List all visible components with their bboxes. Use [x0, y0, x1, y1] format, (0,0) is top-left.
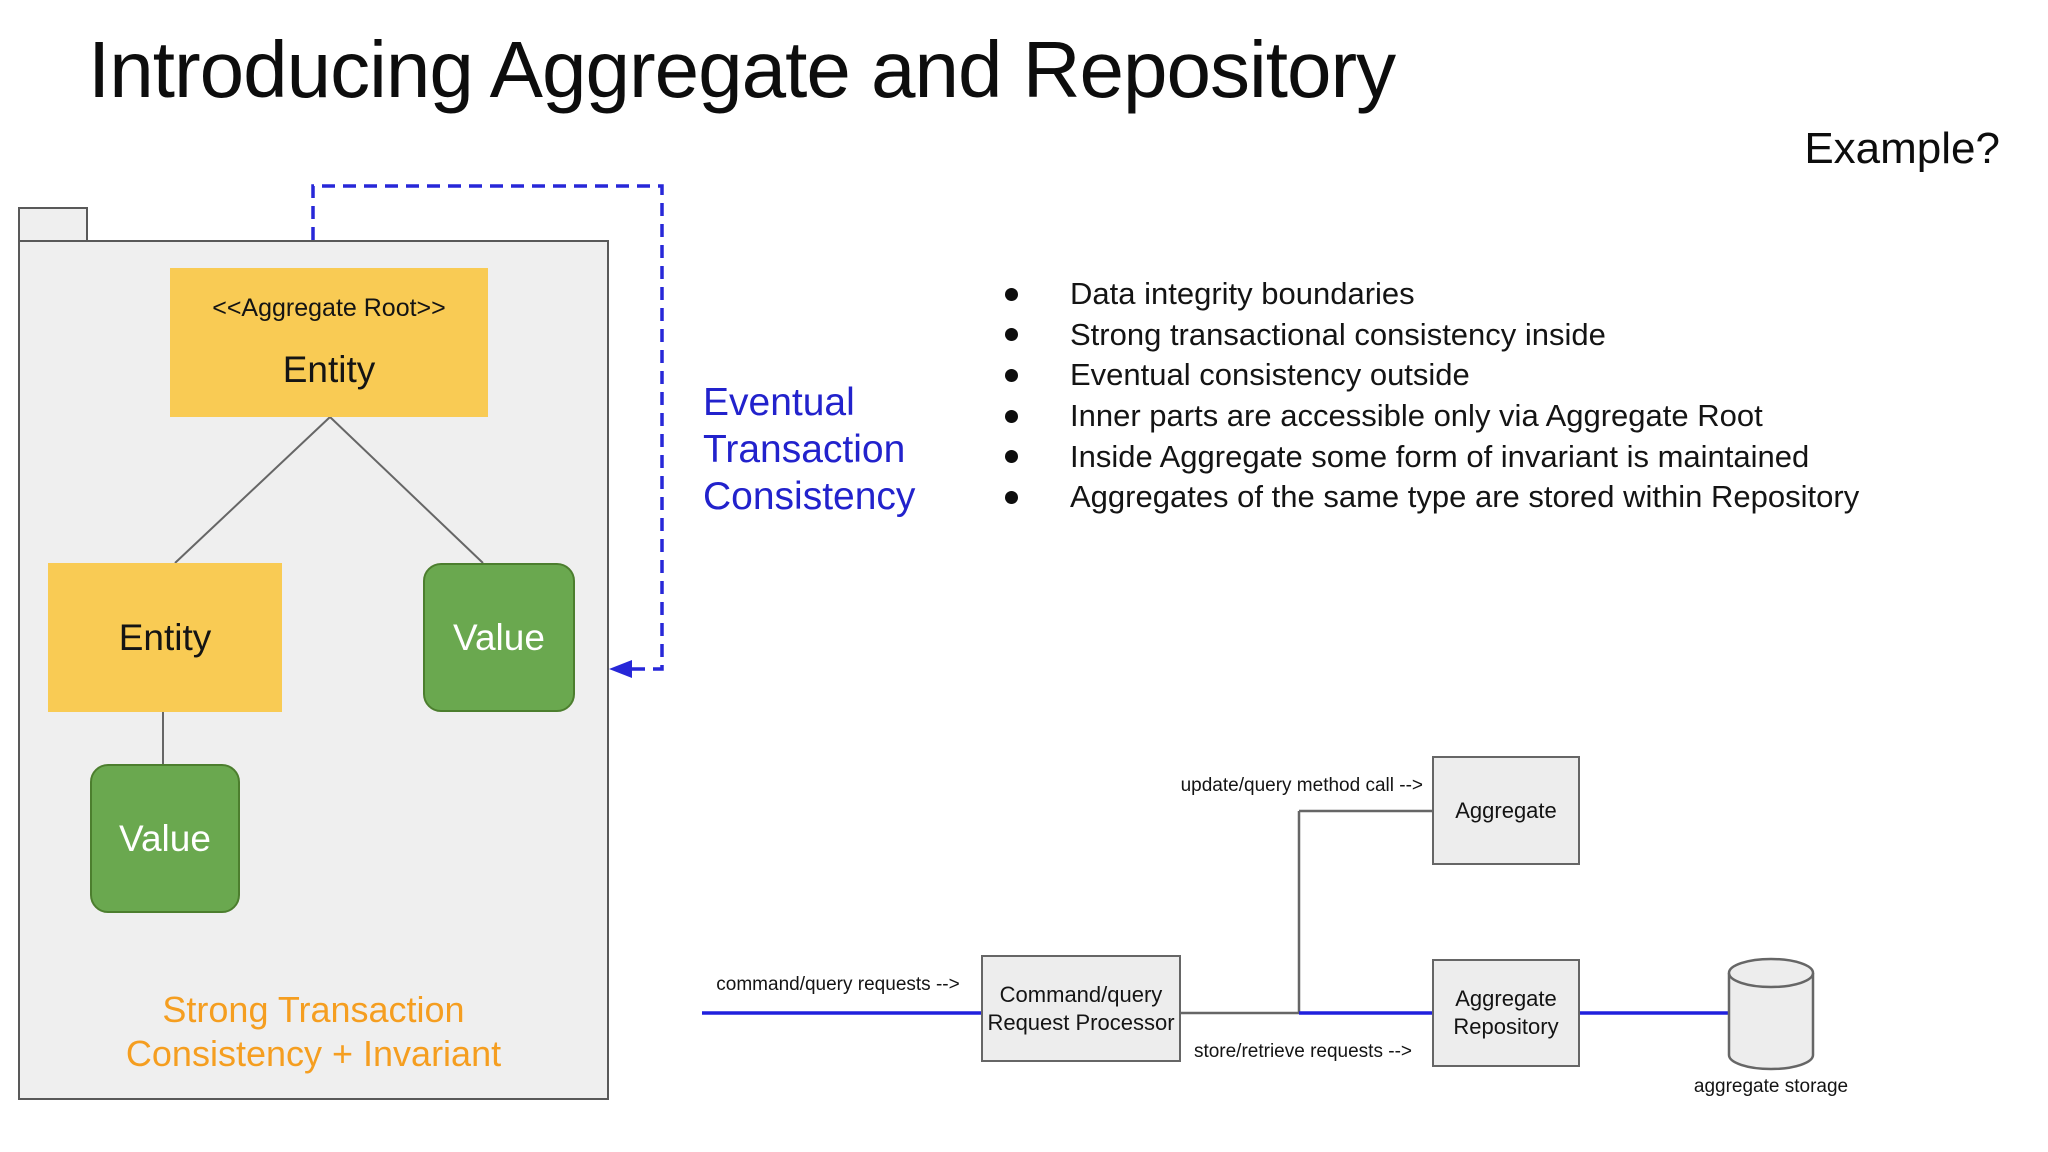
bullet-text: Inner parts are accessible only via Aggr… [1070, 398, 1763, 434]
child-entity-label: Entity [118, 616, 212, 658]
bullet-text: Eventual consistency outside [1070, 357, 1470, 393]
bullet-text: Inside Aggregate some form of invariant … [1070, 438, 1810, 474]
processor-label-line2: Request Processor [987, 1009, 1175, 1035]
strong-consistency-line1: Strong Transaction [162, 989, 465, 1030]
eventual-line1: Eventual [703, 381, 855, 424]
list-item: Strong transactional consistency inside [1005, 315, 1859, 356]
bullet-dot-icon [1005, 328, 1018, 342]
child-entity-box: Entity [48, 563, 282, 712]
list-item: Inside Aggregate some form of invariant … [1005, 436, 1859, 477]
arrow-left-icon [609, 660, 632, 678]
value-bottom-label: Value [119, 817, 211, 859]
list-item: Data integrity boundaries [1005, 274, 1859, 315]
example-question-label: Example? [1804, 124, 2000, 173]
list-item: Inner parts are accessible only via Aggr… [1005, 396, 1859, 437]
list-item: Aggregates of the same type are stored w… [1005, 477, 1859, 518]
bullet-dot-icon [1005, 490, 1018, 504]
store-retrieve-label: store/retrieve requests --> [1193, 1041, 1412, 1062]
aggregate-repository-box: Aggregate Repository [1432, 959, 1580, 1067]
processor-label-line1: Command/query [999, 981, 1163, 1007]
strong-consistency-caption: Strong Transaction Consistency + Invaria… [18, 988, 609, 1076]
bullet-list: Data integrity boundaries Strong transac… [1005, 274, 1859, 518]
uml-package-tab [18, 207, 88, 243]
value-right-label: Value [453, 616, 545, 658]
strong-consistency-line2: Consistency + Invariant [125, 1033, 502, 1074]
bullet-text: Data integrity boundaries [1070, 276, 1415, 312]
eventual-consistency-caption: Eventual Transaction Consistency [703, 379, 915, 520]
command-requests-label: command/query requests --> [716, 974, 960, 995]
update-method-call-label: update/query method call --> [1180, 775, 1423, 796]
eventual-line3: Consistency [703, 475, 916, 518]
value-object-box-bottom: Value [90, 764, 240, 913]
aggregate-storage-caption: aggregate storage [1693, 1076, 1849, 1097]
value-object-box-right: Value [423, 563, 575, 712]
bullet-dot-icon [1005, 287, 1018, 301]
database-cylinder-top [1727, 957, 1815, 989]
aggregate-root-stereotype: <<Aggregate Root>> [212, 294, 446, 322]
bullet-text: Strong transactional consistency inside [1070, 316, 1606, 352]
bullet-dot-icon [1005, 409, 1018, 423]
database-cylinder-body [1727, 973, 1815, 1071]
list-item: Eventual consistency outside [1005, 355, 1859, 396]
aggregate-label: Aggregate [1455, 797, 1557, 823]
bullet-dot-icon [1005, 450, 1018, 464]
command-query-processor-box: Command/query Request Processor [981, 955, 1181, 1062]
bullet-text: Aggregates of the same type are stored w… [1070, 479, 1860, 515]
aggregate-box: Aggregate [1432, 756, 1580, 865]
repository-label-line1: Aggregate [1455, 986, 1557, 1011]
slide-title: Introducing Aggregate and Repository [88, 25, 1396, 114]
bullet-dot-icon [1005, 368, 1018, 382]
aggregate-root-box: <<Aggregate Root>> Entity [170, 268, 488, 417]
repository-label-line2: Repository [1453, 1014, 1559, 1039]
eventual-line2: Transaction [703, 428, 906, 471]
aggregate-root-entity-label: Entity [282, 349, 376, 390]
